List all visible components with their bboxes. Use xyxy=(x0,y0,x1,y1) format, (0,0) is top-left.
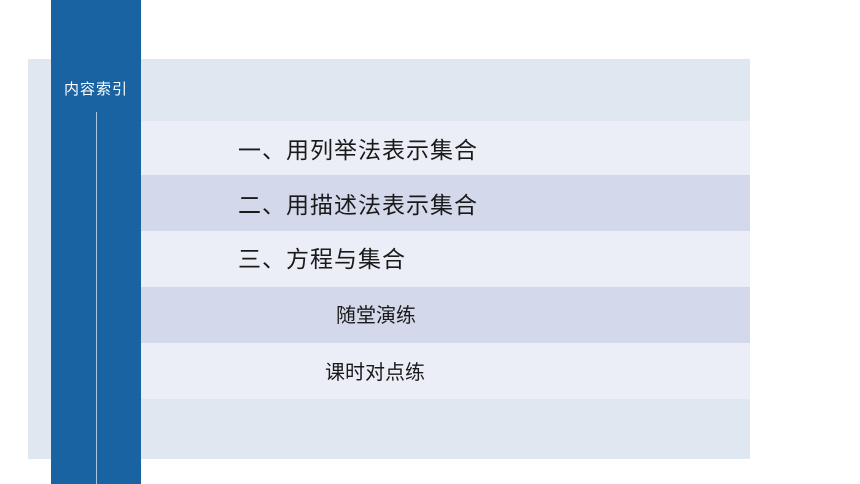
menu-item-description-method[interactable]: 二、用描述法表示集合 xyxy=(141,175,750,231)
menu-item-label: 一、用列举法表示集合 xyxy=(238,138,478,164)
menu-item-label: 三、方程与集合 xyxy=(238,247,406,273)
menu-item-in-class-practice[interactable]: 随堂演练 xyxy=(141,287,750,343)
menu-item-equations-and-sets[interactable]: 三、方程与集合 xyxy=(141,231,750,287)
menu-item-list-method[interactable]: 一、用列举法表示集合 xyxy=(141,121,750,175)
menu-item-after-class-exercises[interactable]: 课时对点练 xyxy=(141,343,750,399)
menu-item-label: 二、用描述法表示集合 xyxy=(238,193,478,219)
menu-item-label: 随堂演练 xyxy=(336,302,416,327)
menu-item-label: 课时对点练 xyxy=(325,359,425,384)
sidebar-title: 内容索引 xyxy=(63,80,128,98)
sidebar-divider-line xyxy=(96,112,97,484)
